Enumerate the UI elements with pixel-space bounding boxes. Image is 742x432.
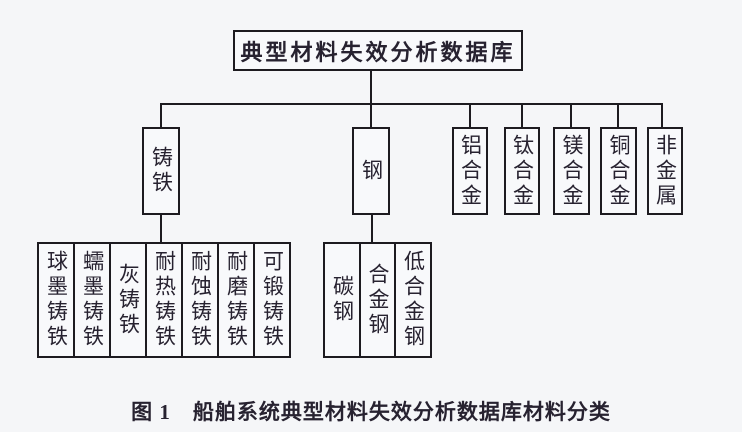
connector-drop-titanium-alloy <box>521 103 523 129</box>
node-carbon-steel-label: 碳钢 <box>330 275 355 325</box>
connector-drop-magnesium-alloy <box>570 103 572 129</box>
connector-drop-aluminum-alloy <box>469 103 471 129</box>
root-node-label: 典型材料失效分析数据库 <box>240 39 516 65</box>
node-malleable-cast-iron-label: 可锻铸铁 <box>260 250 285 350</box>
node-low-alloy-steel: 低合金钢 <box>394 242 432 358</box>
node-gray-cast-iron: 灰铸铁 <box>109 242 147 358</box>
cast-iron-children-group: 球墨铸铁 蠕墨铸铁 灰铸铁 耐热铸铁 耐蚀铸铁 耐磨铸铁 可锻铸铁 <box>37 242 291 358</box>
node-ductile-cast-iron-label: 球墨铸铁 <box>44 250 69 350</box>
node-steel: 钢 <box>352 127 390 215</box>
node-titanium-alloy: 钛合金 <box>504 127 540 215</box>
node-carbon-steel: 碳钢 <box>323 242 361 358</box>
node-aluminum-alloy: 铝合金 <box>452 127 488 215</box>
node-vermicular-cast-iron-label: 蠕墨铸铁 <box>80 250 105 350</box>
connector-drop-steel <box>370 103 372 129</box>
figure-caption: 图 1 船舶系统典型材料失效分析数据库材料分类 <box>131 400 611 424</box>
node-magnesium-alloy-label: 镁合金 <box>560 133 584 209</box>
node-malleable-cast-iron: 可锻铸铁 <box>253 242 291 358</box>
node-copper-alloy: 铜合金 <box>600 127 637 215</box>
node-low-alloy-steel-label: 低合金钢 <box>401 250 426 350</box>
connector-drop-nonmetal <box>661 103 663 129</box>
node-vermicular-cast-iron: 蠕墨铸铁 <box>73 242 111 358</box>
node-aluminum-alloy-label: 铝合金 <box>458 133 483 209</box>
node-cast-iron-label: 铸铁 <box>149 146 174 196</box>
connector-horizontal-bus <box>160 103 663 105</box>
node-wear-resistant-cast-iron: 耐磨铸铁 <box>217 242 255 358</box>
node-heat-resistant-cast-iron-label: 耐热铸铁 <box>152 250 177 350</box>
node-nonmetal: 非金属 <box>647 127 683 215</box>
steel-children-group: 碳钢 合金钢 低合金钢 <box>323 242 432 358</box>
connector-root-drop <box>370 70 372 104</box>
node-gray-cast-iron-label: 灰铸铁 <box>116 262 141 338</box>
connector-drop-copper-alloy <box>617 103 619 129</box>
node-titanium-alloy-label: 钛合金 <box>510 133 535 209</box>
node-magnesium-alloy: 镁合金 <box>553 127 590 215</box>
connector-cast-iron-children <box>160 214 162 242</box>
node-heat-resistant-cast-iron: 耐热铸铁 <box>145 242 183 358</box>
connector-drop-cast-iron <box>160 103 162 129</box>
connector-steel-children <box>371 214 373 242</box>
node-alloy-steel-label: 合金钢 <box>366 262 390 338</box>
node-ductile-cast-iron: 球墨铸铁 <box>37 242 75 358</box>
node-wear-resistant-cast-iron-label: 耐磨铸铁 <box>224 250 249 350</box>
node-copper-alloy-label: 铜合金 <box>607 133 631 209</box>
node-alloy-steel: 合金钢 <box>359 242 396 358</box>
root-node-database: 典型材料失效分析数据库 <box>233 30 523 71</box>
node-corrosion-resistant-cast-iron-label: 耐蚀铸铁 <box>188 250 213 350</box>
node-corrosion-resistant-cast-iron: 耐蚀铸铁 <box>181 242 219 358</box>
node-nonmetal-label: 非金属 <box>653 133 678 209</box>
node-cast-iron: 铸铁 <box>142 127 180 215</box>
node-steel-label: 钢 <box>359 158 384 184</box>
